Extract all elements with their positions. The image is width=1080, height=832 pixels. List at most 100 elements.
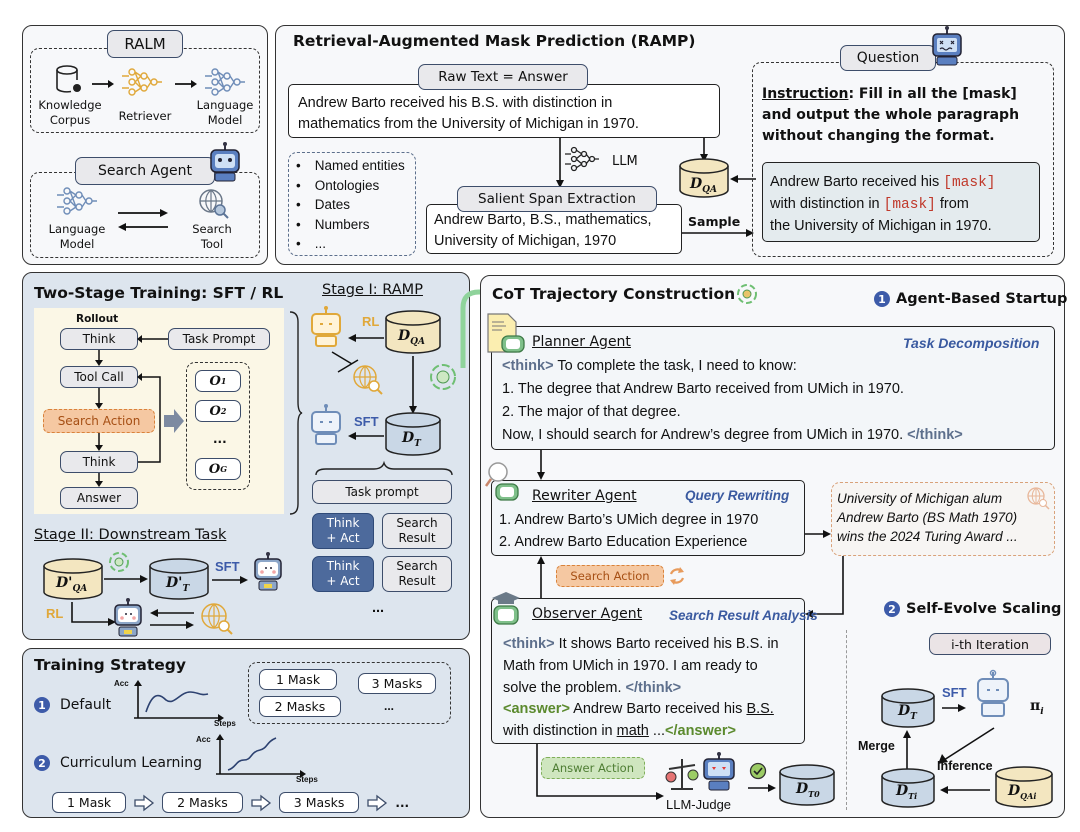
rewriter-tag: Query Rewriting (685, 488, 790, 503)
confused-robot-icon (932, 26, 962, 66)
dqa-label: DQA (690, 176, 717, 195)
planner-document-robot-icon (487, 313, 525, 353)
pool-1-mask: 1 Mask (259, 669, 337, 690)
planner-to-rewriter-arrow (537, 450, 545, 480)
robot-icon (210, 142, 240, 182)
rl-robot-icon (311, 306, 341, 347)
dqai-to-dti-arrow (940, 786, 990, 794)
policy-to-inference-arrow (938, 727, 995, 764)
dti-database (881, 768, 935, 808)
raw-text-line2: mathematics from the University of Michi… (298, 116, 639, 132)
number-badge-2: 2 (34, 755, 50, 771)
dqa-database (679, 158, 729, 198)
ramp-title: Retrieval-Augmented Mask Prediction (RAM… (293, 32, 696, 50)
dt-to-robot-arrow (348, 432, 384, 440)
self-evolve-scaling-label: Self-Evolve Scaling (906, 601, 1062, 617)
happy-robot-icon (703, 752, 735, 791)
raw-to-dqa-arrow (700, 138, 708, 162)
llm-network-icon (565, 146, 599, 172)
bidirectional-arrows-icon (118, 209, 168, 231)
task-prompt-sft: Task prompt (312, 480, 452, 504)
robot-icon (114, 598, 142, 637)
sequence-item: 1 Mask (52, 792, 127, 813)
retriever-network-icon (122, 68, 162, 96)
observer-line3: solve the problem. </think> (503, 680, 682, 696)
think-act-2: Think + Act (312, 556, 374, 592)
two-stage-title: Two-Stage Training: SFT / RL (34, 284, 284, 302)
span-type-label: Numbers (314, 216, 370, 232)
instruction-line1: Instruction: Fill in all the [mask] (762, 86, 1017, 102)
sft-label: SFT (942, 685, 967, 700)
rollout-arrows (95, 335, 184, 487)
answer-node: Answer (60, 487, 138, 509)
search-agent-title: Search Agent (75, 157, 215, 185)
search-tool-label: Search Tool (192, 222, 232, 251)
mask-pool-group (248, 662, 451, 724)
dt-prime-database (149, 558, 209, 600)
pool-ellipsis: ... (384, 699, 395, 713)
self-evolve-scaling: 2 Self-Evolve Scaling (884, 601, 1061, 617)
option-curriculum: 2 Curriculum Learning (34, 755, 202, 771)
span-type-item: •Named entities (296, 156, 405, 176)
planner-line3: 2. The major of that degree. (502, 404, 681, 420)
steps-label: Steps (214, 719, 236, 728)
scale-icon (665, 759, 699, 790)
rollout-label: Rollout (76, 313, 119, 325)
down-arrow (556, 138, 564, 188)
search-result-1: Search Result (382, 513, 452, 549)
rl-label: RL (362, 314, 380, 329)
raw-text-label: Raw Text = Answer (418, 64, 588, 90)
cycle-agent-icon (430, 364, 456, 390)
observer-line5: with distinction in math ...</answer> (503, 723, 736, 739)
result-line2: Andrew Barto (BS Math 1970) (837, 510, 1018, 525)
number-badge-2: 2 (884, 601, 900, 617)
instruction-line2: and output the whole paragraph (762, 107, 1020, 123)
dt-prime-to-robot-arrow (212, 576, 248, 584)
search-result-card (831, 482, 1055, 556)
number-badge-1: 1 (34, 697, 50, 713)
span-type-item: •... (296, 234, 405, 254)
sample-label: Sample (688, 214, 741, 229)
robot-search-arrows (331, 351, 359, 373)
search-action-node: Search Action (556, 565, 664, 587)
think-node-1: Think (60, 328, 138, 350)
steps-label: Steps (296, 775, 318, 784)
span-types-list (288, 152, 416, 256)
observer-to-judge-arrow (536, 744, 664, 800)
task-prompt-node: Task Prompt (168, 328, 270, 350)
dt-label: DT (898, 703, 917, 722)
policy-label: πi (1030, 698, 1044, 717)
observer-title: Observer Agent (532, 606, 643, 622)
option-default: 1 Default (34, 697, 111, 713)
masked-line1: Andrew Barto received his [mask] (770, 174, 996, 191)
dti-label: DTi (896, 783, 918, 801)
dt0-database (779, 764, 835, 806)
bullet-icon: • (296, 177, 301, 193)
dqa-to-dt-arrow (409, 356, 417, 414)
planner-line2: 1. The degree that Andrew Barto received… (502, 381, 904, 397)
llm-judge-label: LLM-Judge (666, 797, 732, 812)
dqa-database (385, 310, 441, 354)
search-action-node: Search Action (43, 409, 155, 433)
language-model-network-icon (205, 68, 245, 96)
rewriter-box (491, 480, 805, 556)
number-badge-1: 1 (874, 291, 890, 307)
rewriter-magnifier-robot-icon (484, 462, 519, 501)
observer-line4: <answer> Andrew Barto received his B.S. (503, 701, 774, 717)
sample-arrow (682, 229, 754, 237)
span-type-label: ... (314, 236, 326, 251)
llm-label: LLM (612, 154, 638, 169)
language-model-label: Language Model (196, 98, 254, 127)
ralm-title: RALM (107, 30, 183, 58)
sft-ellipsis: ... (372, 600, 385, 616)
sa-language-model-label: Language Model (48, 222, 106, 251)
dqai-database (995, 766, 1053, 808)
span-type-item: •Numbers (296, 215, 405, 235)
brace-right (289, 311, 303, 515)
span-types-items: •Named entities•Ontologies•Dates•Numbers… (296, 156, 405, 254)
planner-line1: <think> To complete the task, I need to … (502, 358, 797, 374)
